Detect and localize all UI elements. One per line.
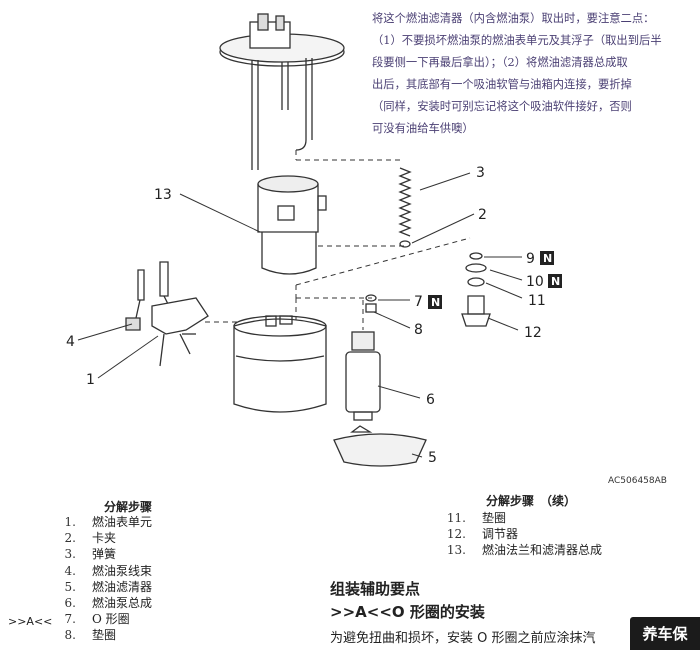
filter-assembly-drawing (257, 175, 327, 275)
callout-2: 2 (478, 207, 487, 223)
n-badge-7: N (431, 296, 440, 309)
callout-12: 12 (524, 325, 542, 341)
list-item: 3.弹簧 (64, 547, 117, 562)
steps-left-title: 分解步骤 (104, 500, 153, 514)
n-badge-10: N (551, 275, 560, 288)
fuel-filter-drawing (333, 425, 427, 467)
list-item: 8.垫圈 (64, 628, 117, 643)
fuel-gauge-unit-drawing (125, 261, 209, 367)
note-line: 段要侧一下再最后拿出）；（2）将燃油滤清器总成取 (372, 56, 628, 69)
fuel-flange-drawing (219, 13, 345, 170)
exploded-diagram: 13 3 2 9 10 11 7 8 12 4 1 6 5 N N N (66, 13, 562, 467)
n-badge-9: N (543, 252, 552, 265)
n-badges: N N N (428, 251, 562, 309)
callout-6: 6 (426, 392, 435, 408)
callout-11: 11 (528, 293, 546, 309)
list-item: 7.O 形圈 (64, 612, 130, 627)
callout-4: 4 (66, 334, 75, 350)
callout-10: 10 (526, 274, 544, 290)
diagram-code: AC506458AB (608, 476, 667, 486)
list-item: 2.卡夹 (64, 531, 117, 546)
spring-drawing (398, 167, 412, 248)
callout-3: 3 (476, 165, 485, 181)
assembly-heading: 组装辅助要点 (330, 580, 421, 598)
list-item: 6.燃油泵总成 (64, 596, 153, 611)
note-line: 出后，其底部有一个吸油软管与油箱内连接，要折掉 (372, 78, 632, 91)
o-ring-gasket-drawing (365, 294, 377, 313)
list-item: 11.垫圈 (446, 511, 507, 525)
filter-housing-drawing (233, 315, 327, 413)
note-line: （1）不要损坏燃油泵的燃油表单元及其浮子（取出到后半 (372, 34, 662, 47)
list-item: 1.燃油表单元 (64, 515, 153, 529)
assembly-text: 为避免扭曲和损坏，安装 O 形圈之前应涂抹汽 (330, 631, 596, 646)
list-item: 13.燃油法兰和滤清器总成 (446, 543, 603, 558)
regulator-parts-drawing (461, 252, 491, 327)
callout-8: 8 (414, 322, 423, 338)
callout-7: 7 (414, 294, 423, 310)
list-item: 12.调节器 (446, 527, 519, 542)
watermark-logo: 养车保 (630, 617, 700, 650)
note-line: 将这个燃油滤清器（内含燃油泵）取出时，要注意二点： (372, 12, 655, 25)
list-item: 4.燃油泵线束 (64, 563, 153, 578)
assembly-subheading: >>A<<O 形圈的安装 (330, 603, 485, 621)
fuel-pump-drawing (345, 331, 381, 421)
note-line: 可没有油给车供噢） (372, 122, 474, 135)
disassembly-note: 将这个燃油滤清器（内含燃油泵）取出时，要注意二点： （1）不要损坏燃油泵的燃油表… (372, 8, 694, 140)
callout-13: 13 (154, 187, 172, 203)
note-line: （同样，安装时可别忘记将这个吸油软件接好，否则 (372, 100, 632, 113)
callout-9: 9 (526, 251, 535, 267)
callout-5: 5 (428, 450, 437, 466)
callout-1: 1 (86, 372, 95, 388)
assembly-marker: >>A<< (8, 615, 53, 628)
steps-right-list: 11.垫圈 12.调节器 13.燃油法兰和滤清器总成 (438, 510, 602, 559)
list-item: 5.燃油滤清器 (64, 579, 153, 594)
steps-right-title: 分解步骤 （续） (486, 494, 577, 508)
steps-left-list: 1.燃油表单元 2.卡夹 3.弹簧 4.燃油泵线束 5.燃油滤清器 6.燃油泵总… (48, 514, 152, 644)
